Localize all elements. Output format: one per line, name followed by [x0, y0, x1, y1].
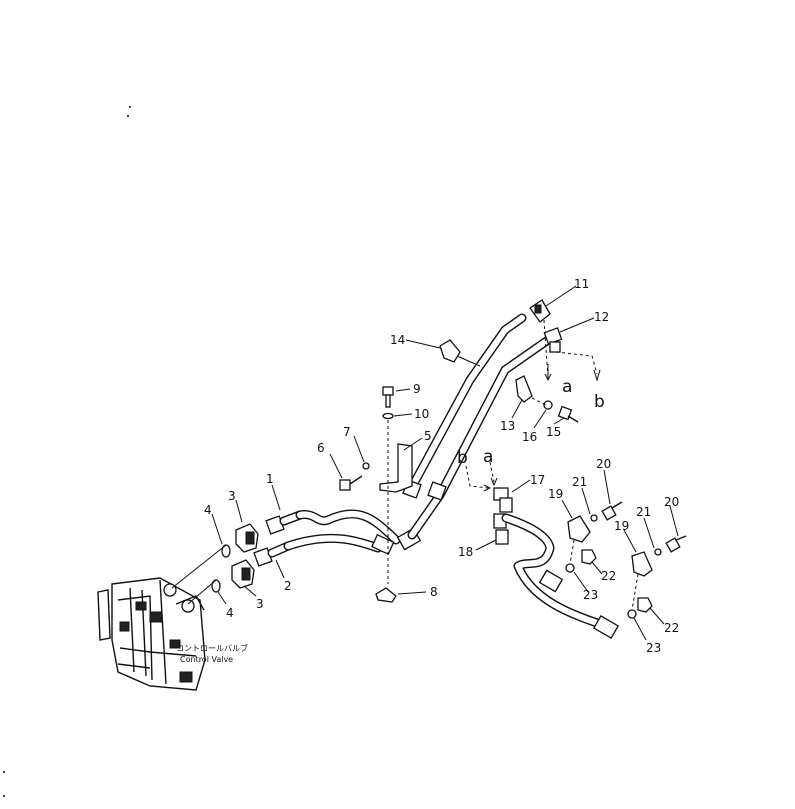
fitting-17: [493, 487, 513, 513]
bolt-6: [339, 475, 363, 491]
callout-4-lower: 4: [226, 606, 234, 620]
callout-5: 5: [424, 429, 432, 443]
washer-23-upper: [565, 563, 575, 573]
callout-17: 17: [530, 473, 545, 487]
callout-22-upper: 22: [601, 569, 616, 583]
bolt-15: [557, 405, 579, 423]
callout-8: 8: [430, 585, 438, 599]
hose-2: [253, 541, 293, 567]
callout-6: 6: [317, 441, 325, 455]
bolt-9: [382, 386, 394, 408]
callout-10: 10: [414, 407, 429, 421]
callout-1: 1: [266, 472, 274, 486]
callout-12: 12: [594, 310, 609, 324]
callout-2: 2: [284, 579, 292, 593]
callout-21-upper: 21: [572, 475, 587, 489]
callout-23-lower: 23: [646, 641, 661, 655]
nut-22-upper: [581, 549, 597, 565]
scan-dot: [127, 115, 129, 117]
tube-long-upper: [402, 313, 553, 540]
connector-b-mid: b: [457, 448, 468, 468]
clamp-19-lower: [631, 551, 653, 577]
callout-20-upper: 20: [596, 457, 611, 471]
washer-23-lower: [627, 609, 637, 619]
bolt-20-upper: [601, 501, 623, 521]
fitting-12: [543, 327, 563, 353]
clamp-8: [375, 587, 397, 603]
washer-16: [543, 400, 553, 410]
callout-18: 18: [458, 545, 473, 559]
callout-3-upper: 3: [228, 489, 236, 503]
callout-9: 9: [413, 382, 421, 396]
tube-lower-run: [283, 509, 422, 556]
scan-dot: [129, 106, 131, 108]
control-valve: [97, 577, 206, 691]
callout-19-upper: 19: [548, 487, 563, 501]
nut-22-lower: [637, 597, 653, 613]
control-valve-label-jp: コントロールバルブ: [176, 643, 248, 653]
control-valve-label-en: Control Valve: [180, 655, 233, 664]
clamp-19-upper: [567, 515, 591, 543]
connector-a-top: a: [562, 377, 572, 397]
callout-16: 16: [522, 430, 537, 444]
callout-13: 13: [500, 419, 515, 433]
adapter-upper: [235, 523, 259, 553]
adapter-lower: [231, 559, 255, 589]
hose-1: [265, 510, 305, 535]
elbow-11: [529, 299, 551, 323]
callout-21-lower: 21: [636, 505, 651, 519]
callout-14: 14: [390, 333, 405, 347]
callout-20-lower: 20: [664, 495, 679, 509]
callout-11: 11: [574, 277, 589, 291]
scan-dot: [3, 795, 5, 797]
callout-19-lower: 19: [614, 519, 629, 533]
callout-7: 7: [343, 425, 351, 439]
leader-lines: [211, 285, 679, 641]
bolt-20-lower: [665, 535, 687, 553]
callout-15: 15: [546, 425, 561, 439]
scan-dot: [3, 771, 5, 773]
callout-22-lower: 22: [664, 621, 679, 635]
washer-21-upper: [590, 514, 598, 522]
washer-7: [362, 462, 370, 470]
tube-right-lower: [501, 513, 620, 639]
connector-b-top: b: [594, 392, 605, 412]
clip-14: [439, 339, 461, 363]
washer-10: [382, 412, 394, 420]
callout-4-upper: 4: [204, 503, 212, 517]
connector-a-mid: a: [483, 447, 493, 467]
clamp-13: [515, 375, 533, 403]
callout-23-upper: 23: [583, 588, 598, 602]
bracket-5: [379, 443, 413, 493]
callout-3-lower: 3: [256, 597, 264, 611]
washer-21-lower: [654, 548, 662, 556]
